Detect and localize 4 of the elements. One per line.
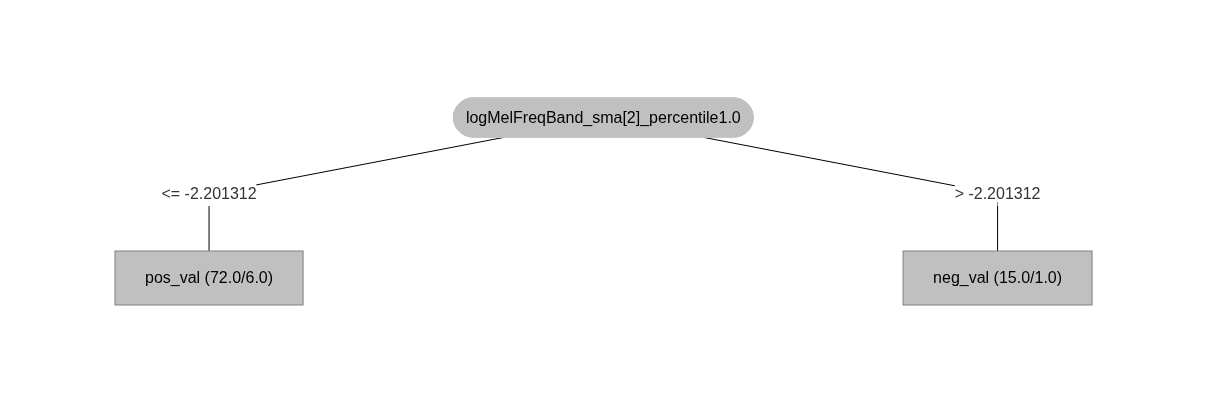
node-box: pos_val (72.0/6.0) bbox=[114, 250, 305, 306]
edge-label: > -2.201312 bbox=[955, 185, 1041, 202]
edge-label: <= -2.201312 bbox=[161, 185, 258, 202]
node-box: neg_val (15.0/1.0) bbox=[903, 250, 1094, 306]
